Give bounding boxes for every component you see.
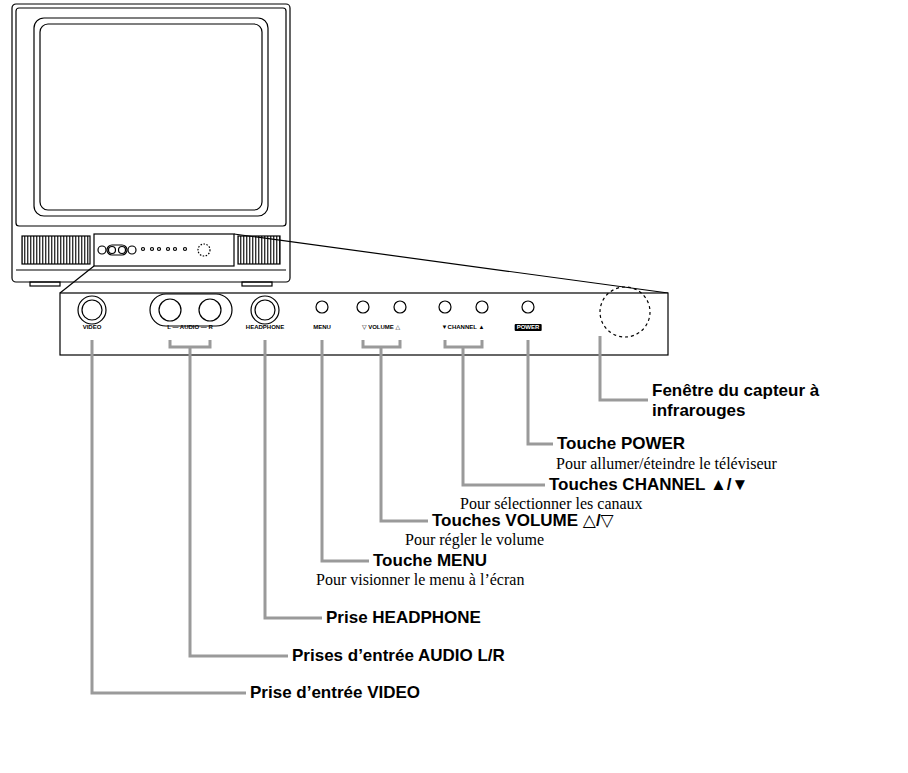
- panel-text: ▽ VOLUME △: [362, 324, 400, 331]
- callout-description: Pour sélectionner les canaux: [460, 495, 643, 513]
- panel-text: ▼CHANNEL ▲: [442, 324, 485, 331]
- panel-text: MENU: [313, 324, 331, 331]
- panel-text: POWER: [515, 324, 542, 331]
- callout-description: Pour visionner le menu à l’écran: [316, 571, 524, 589]
- panel-text: VIDEO: [83, 324, 102, 331]
- panel-text: L — AUDIO — R: [167, 324, 213, 331]
- callout-description: Pour régler le volume: [405, 531, 544, 549]
- callout-label: Touche POWER: [557, 434, 685, 454]
- panel-text: HEADPHONE: [246, 324, 284, 331]
- callout-label: Touches CHANNEL ▲/▼: [549, 475, 748, 495]
- callout-label: Touches VOLUME △/▽: [432, 511, 614, 531]
- callout-label: Prises d’entrée AUDIO L/R: [292, 646, 505, 666]
- callout-description: Pour allumer/éteindre le téléviseur: [556, 455, 777, 473]
- callout-label: Fenêtre du capteur à infrarouges: [652, 381, 852, 420]
- callout-label: Prise HEADPHONE: [326, 608, 481, 628]
- callout-label: Prise d’entrée VIDEO: [250, 683, 420, 703]
- callout-label: Touche MENU: [373, 551, 487, 571]
